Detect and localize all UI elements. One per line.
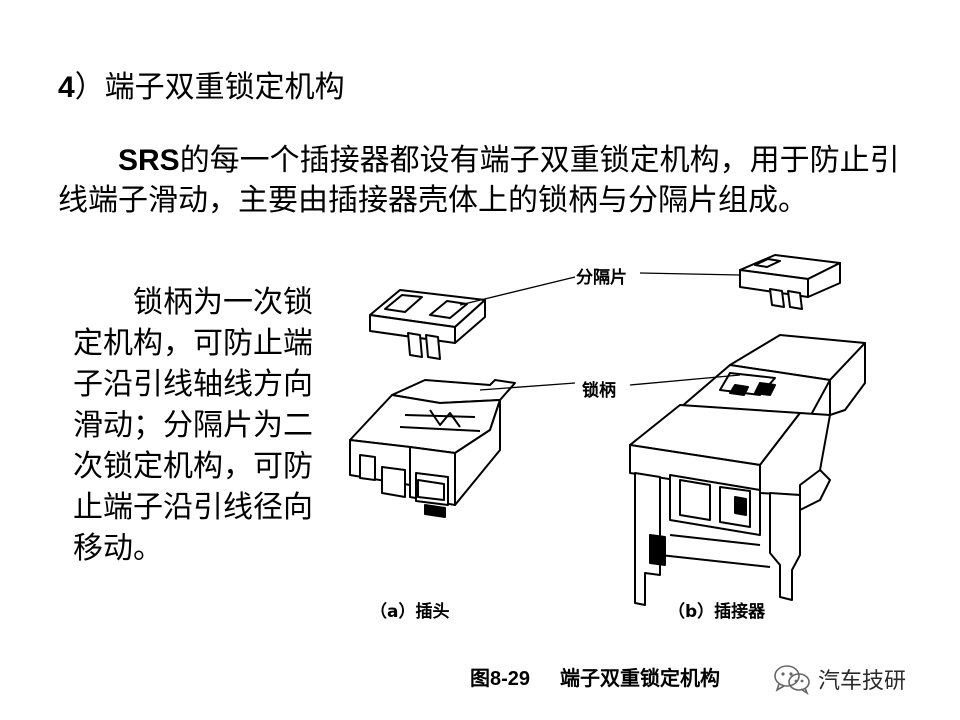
plug-body-drawing xyxy=(350,380,515,517)
intro-text: 的每一个插接器都设有端子双重锁定机构，用于防止引线端子滑动，主要由插接器壳体上的… xyxy=(58,143,900,218)
figure-caption: 图8-29 端子双重锁定机构 xyxy=(470,662,720,691)
plug-spacer-drawing xyxy=(370,290,485,359)
figure-number: 图8-29 xyxy=(470,668,531,690)
connector-drawing xyxy=(330,235,890,635)
side-paragraph: 锁柄为一次锁定机构，可防止端子沿引线轴线方向滑动；分隔片为二次锁定机构，可防止端… xyxy=(73,282,313,569)
intro-paragraph: SRS的每一个插接器都设有端子双重锁定机构，用于防止引线端子滑动，主要由插接器壳… xyxy=(58,141,908,221)
connector-spacer-drawing xyxy=(740,255,840,309)
figure-caption-text: 端子双重锁定机构 xyxy=(559,666,720,690)
spacer-label: 分隔片 xyxy=(576,268,627,288)
intro-prefix: SRS xyxy=(118,144,180,177)
leader-lines xyxy=(460,273,740,390)
section-number: 4 xyxy=(58,71,75,104)
side-text: 锁柄为一次锁定机构，可防止端子沿引线轴线方向滑动；分隔片为二次锁定机构，可防止端… xyxy=(73,285,313,566)
section-title: ）端子双重锁定机构 xyxy=(74,70,345,105)
subcaption-b: （b）插接器 xyxy=(668,602,766,622)
section-heading: 4）端子双重锁定机构 xyxy=(58,68,345,108)
connector-figure: 分隔片 锁柄 （a）插头 （b）插接器 xyxy=(330,235,890,635)
watermark: 汽车技研 xyxy=(772,662,906,696)
watermark-text: 汽车技研 xyxy=(818,669,907,694)
wechat-icon xyxy=(772,663,812,695)
connector-body-drawing xyxy=(630,335,865,605)
subcaption-a: （a）插头 xyxy=(370,602,450,622)
lock-lever-label: 锁柄 xyxy=(582,381,616,401)
